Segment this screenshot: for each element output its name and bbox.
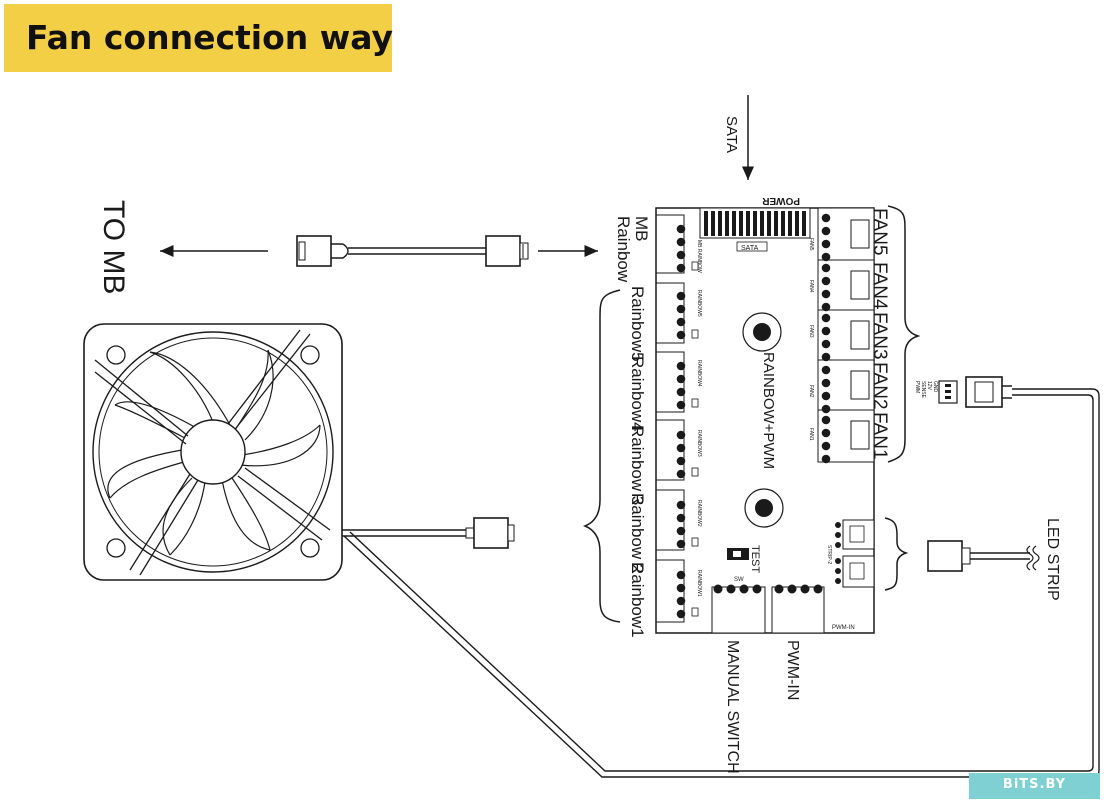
- watermark-text: BiTS.BY: [1002, 777, 1067, 792]
- rainbow4-label: Rainbow4: [628, 356, 647, 432]
- sw-label: SW: [734, 577, 744, 583]
- fan-labels: FAN5 FAN4 FAN3 FAN2 FAN1: [869, 205, 921, 463]
- rainbow3-label: Rainbow 3: [628, 425, 647, 505]
- power-label: POWER: [761, 195, 800, 206]
- rainbow2-label: Rainbow 2: [628, 493, 647, 573]
- power-header: POWER: [699, 195, 811, 239]
- rainbow-labels: MB Rainbow Rainbow5 Rainbow4 Rainbow 3 R…: [582, 216, 651, 638]
- sata-input: SATA: [723, 95, 754, 180]
- title-banner: Fan connection way: [4, 4, 394, 72]
- controller-board: POWER SATA MB RAINBOW RAINBOW5 RA: [655, 195, 875, 634]
- strip-header: STRIP-2: [826, 519, 875, 588]
- fan2-label: FAN2: [869, 362, 890, 410]
- diagram-title: Fan connection way: [26, 18, 394, 57]
- to-mb-label: TO MB: [97, 200, 130, 294]
- fan-struts: [94, 329, 331, 576]
- fan-headers: FAN5 FAN4 FAN3 FAN2 FAN1: [808, 207, 875, 464]
- rainbow-pins: [676, 224, 686, 619]
- bottom-headers: SW PWM-IN: [711, 577, 855, 634]
- rainbow1-label: Rainbow1: [628, 562, 647, 638]
- mb-cable: TO MB: [97, 200, 598, 294]
- rainbow5-label: Rainbow5: [628, 286, 647, 362]
- fan3-label: FAN3: [869, 312, 890, 360]
- pin-pwm-label: PWM: [914, 381, 920, 393]
- test-label: TEST: [749, 545, 761, 573]
- led-strip-label: LED STRIP: [1044, 518, 1061, 601]
- board-pwm-in-label: PWM-IN: [832, 625, 855, 631]
- board-fan1-label: FAN1: [808, 428, 814, 441]
- watermark: BiTS.BY: [969, 773, 1100, 799]
- mounting-holes: [742, 312, 784, 528]
- pwm-in-label: PWM-IN: [784, 640, 801, 700]
- board-mb-label: MB RAINBOW: [696, 240, 702, 273]
- board-fan2-label: FAN2: [808, 385, 814, 398]
- mb-label: MB: [632, 216, 651, 242]
- board-rainbow1-label: RAINBOW1: [696, 570, 702, 597]
- board-rainbow5-label: RAINBOW5: [696, 290, 702, 317]
- board-fan3-label: FAN3: [808, 325, 814, 338]
- mb-rainbow-label: Rainbow: [614, 216, 633, 283]
- fan-blades: [107, 349, 321, 556]
- fan4-label: FAN4: [869, 262, 890, 310]
- board-fan4-label: FAN4: [808, 280, 814, 293]
- fan: [83, 323, 515, 581]
- board-rainbow4-label: RAINBOW4: [696, 360, 702, 387]
- pin-12v-label: 12V: [926, 381, 932, 391]
- fan1-label: FAN1: [869, 412, 890, 460]
- board-rainbow3-label: RAINBOW3: [696, 430, 702, 457]
- board-rainbow2-label: RAINBOW2: [696, 500, 702, 527]
- test-switch: TEST: [727, 545, 761, 573]
- board-fan5-label: FAN5: [808, 238, 814, 251]
- fan5-label: FAN5: [869, 208, 890, 256]
- board-sata-label: SATA: [741, 245, 759, 252]
- sata-label: SATA: [723, 116, 740, 153]
- led-strip: LED STRIP: [884, 517, 1061, 601]
- fan-4pin-connector: PWM SENSE 12V GND: [914, 376, 1012, 408]
- strip-label: STRIP-2: [826, 545, 832, 564]
- pin-sense-label: SENSE: [920, 381, 926, 399]
- manual-switch-label: MANUAL SWITCH: [724, 640, 741, 774]
- board-name: RAINBOW+PWM: [760, 352, 777, 469]
- pin-gnd-label: GND: [932, 381, 938, 393]
